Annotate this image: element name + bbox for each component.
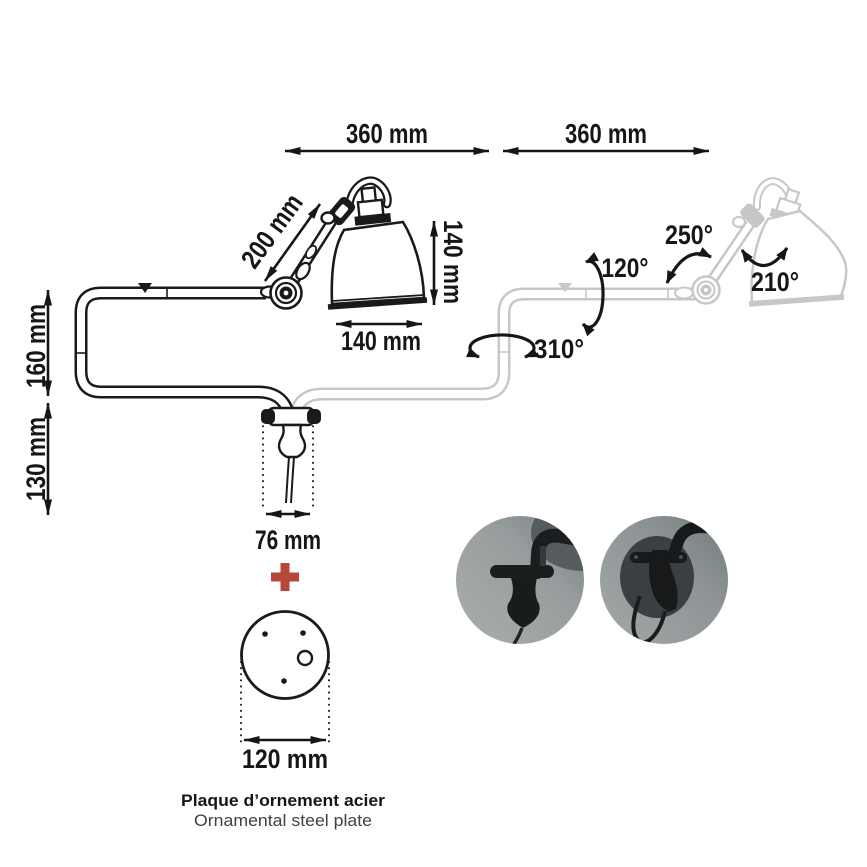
angle-swivel-label: 310° — [534, 334, 584, 364]
dim-shade-height-label: 140 mm — [438, 220, 468, 304]
caption-english: Ornamental steel plate — [194, 812, 372, 830]
dim-arm-length-label: 200 mm — [235, 188, 309, 274]
dim-span-left-label: 360 mm — [346, 118, 428, 149]
ornament-plate-drawing — [240, 610, 330, 700]
switch-flag — [138, 283, 152, 293]
rotation-arrows — [466, 247, 789, 359]
head-assembly — [320, 176, 392, 226]
ghost-lamp-drawing — [289, 177, 848, 415]
caption-french: Plaque d’ornement acier — [181, 792, 386, 810]
ghost-switch-flag — [558, 283, 572, 292]
dim-span-right-label: 360 mm — [565, 118, 647, 149]
wall-bracket — [261, 406, 321, 504]
dim-plate-diameter-label: 120 mm — [242, 744, 328, 774]
angle-arm-axis-label: 120° — [602, 253, 649, 283]
power-cord — [285, 456, 290, 504]
extension-lines — [240, 413, 330, 745]
dimension-arrows — [44, 147, 710, 744]
angle-elbow-label: 250° — [665, 220, 713, 250]
elbow-joint — [269, 276, 303, 310]
angle-shade-label: 210° — [751, 267, 799, 297]
bracket-photo-with-plate — [600, 516, 728, 644]
plus-icon — [271, 563, 299, 591]
dim-shade-diameter-label: 140 mm — [341, 326, 421, 356]
lamp-shade — [327, 220, 428, 310]
dim-drop-lower-label: 130 mm — [21, 417, 51, 501]
dim-drop-upper-label: 160 mm — [21, 304, 51, 388]
dim-bracket-width-label: 76 mm — [255, 525, 321, 555]
